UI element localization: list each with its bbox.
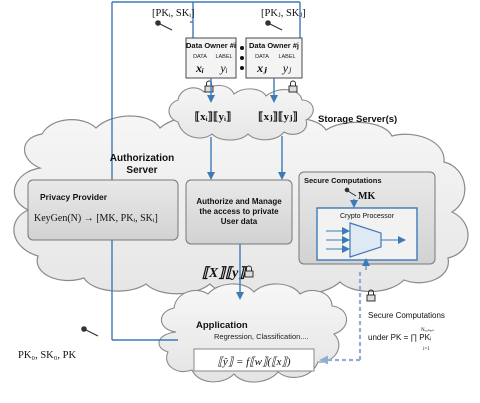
application-subtitle: Regression, Classification.... bbox=[214, 332, 309, 341]
encrypted-owner-j: ⟦xⱼ⟧⟦yⱼ⟧ bbox=[258, 111, 298, 123]
authorize-line1: Authorize and Manage bbox=[196, 197, 282, 206]
application-formula-box bbox=[193, 348, 315, 372]
owners-ellipsis bbox=[240, 46, 244, 70]
product-lower-bound: i=1 bbox=[423, 347, 430, 352]
lock-icon-dataset bbox=[244, 265, 254, 278]
authorization-label-line1: Authorization bbox=[110, 153, 174, 164]
lock-icon-owner-j bbox=[288, 80, 298, 93]
keys-owner-j: [PKⱼ, SKⱼ] bbox=[261, 8, 306, 19]
storage-label: Storage Server(s) bbox=[318, 114, 397, 125]
privacy-provider-keygen: KeyGen(N) → [MK, PKᵢ, SKᵢ] bbox=[34, 213, 158, 224]
data-owner-j-x: xⱼ bbox=[256, 61, 267, 75]
secure-note-line2: under PK = ∏ PKᵢ bbox=[368, 333, 431, 342]
data-owner-i-title: Data Owner #i bbox=[186, 41, 236, 50]
secure-computation-dashed-link bbox=[319, 272, 362, 365]
privacy-provider-box: Privacy Provider KeyGen(N) → [MK, PKᵢ, S… bbox=[27, 179, 179, 241]
application-title: Application bbox=[196, 320, 248, 331]
data-owner-j-box: Data Owner #j DATA LABEL xⱼ yⱼ bbox=[245, 37, 303, 79]
data-owner-j-data-label: DATA bbox=[255, 54, 269, 60]
key-icon-owner-i bbox=[155, 20, 173, 31]
data-owner-i-label-label: LABEL bbox=[215, 54, 232, 60]
lock-icon-owner-i bbox=[204, 80, 214, 93]
data-owner-i-x: xᵢ bbox=[195, 61, 204, 75]
control-lines bbox=[111, 1, 301, 341]
secure-computations-title: Secure Computations bbox=[304, 176, 382, 185]
application-keys: PK₀, SK₀, PK bbox=[18, 350, 77, 361]
data-owner-i-box: Data Owner #i DATA LABEL xᵢ yᵢ bbox=[185, 37, 237, 79]
lock-icon-secure-note bbox=[366, 289, 376, 302]
secure-computations-box: Secure Computations MK Crypto Processor bbox=[298, 171, 436, 270]
secure-note-line1: Secure Computations bbox=[368, 311, 445, 320]
privacy-provider-title: Privacy Provider bbox=[40, 192, 108, 202]
authorize-line3: User data bbox=[221, 217, 258, 226]
application-formula: ⟦ŷ⟧ = f⟦w⟧(⟦x⟧) bbox=[217, 356, 290, 368]
authorize-box: Authorize and Manage the access to priva… bbox=[185, 179, 293, 245]
keys-owner-i: [PKᵢ, SKᵢ] bbox=[152, 8, 195, 19]
data-owner-j-title: Data Owner #j bbox=[249, 41, 299, 50]
encrypted-dataset: ⟦X⟧⟦y⟧ bbox=[202, 266, 247, 281]
product-upper-bound: Nₒᵤₙₑᵣₛ bbox=[421, 328, 434, 333]
encrypted-owner-i: ⟦xᵢ⟧⟦yᵢ⟧ bbox=[195, 111, 232, 123]
key-icon-application bbox=[81, 326, 99, 337]
authorize-line2: the access to private bbox=[199, 207, 279, 216]
secure-computations-mk: MK bbox=[358, 191, 375, 202]
data-owner-j-label-label: LABEL bbox=[278, 54, 295, 60]
crypto-processor-label: Crypto Processor bbox=[340, 213, 395, 220]
data-owner-i-y: yᵢ bbox=[219, 61, 227, 75]
data-owner-j-y: yⱼ bbox=[282, 61, 292, 75]
data-owner-i-data-label: DATA bbox=[193, 54, 207, 60]
authorization-label-line2: Server bbox=[126, 165, 157, 176]
key-icon-owner-j bbox=[265, 20, 283, 31]
processor-chip-shape bbox=[349, 222, 382, 258]
key-icon-mk bbox=[344, 187, 357, 197]
